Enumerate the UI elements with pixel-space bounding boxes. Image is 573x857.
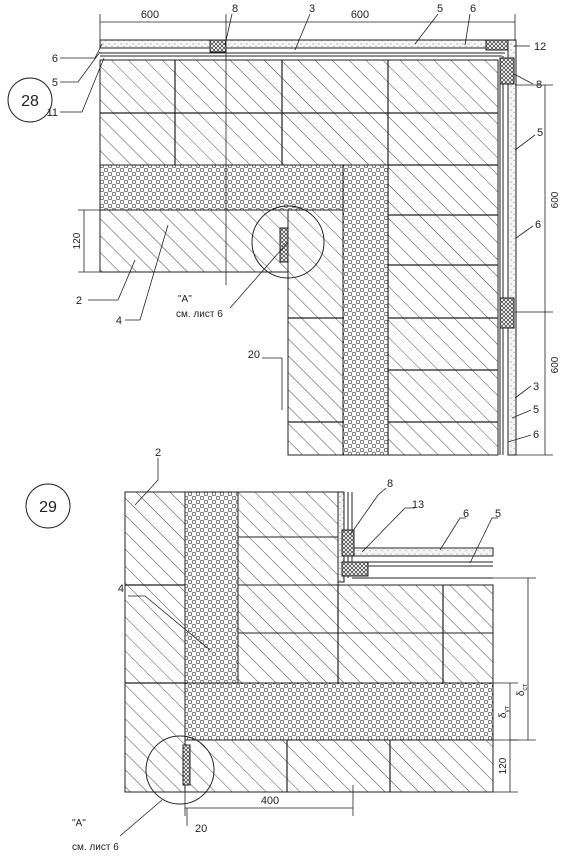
- anchor-plate: [182, 744, 191, 786]
- callout-5d: 5: [533, 404, 539, 416]
- detail-name: "А": [72, 818, 86, 829]
- callout-2: 2: [76, 295, 82, 307]
- callout-3b: 3: [533, 381, 539, 393]
- callout-5: 5: [495, 508, 501, 520]
- callout-20: 20: [248, 349, 260, 361]
- anchor-plate: [279, 227, 289, 263]
- callout-12: 12: [534, 41, 546, 53]
- dim-right-lower: 600: [550, 356, 561, 373]
- figure-29: 29: [25, 447, 536, 853]
- dim-top-left: 600: [141, 9, 159, 21]
- dim-right-upper: 600: [550, 191, 561, 208]
- callout-8b: 8: [536, 79, 542, 91]
- dim-right-lower: 120: [498, 757, 509, 774]
- callout-6c: 6: [535, 219, 541, 231]
- leader-lines: [128, 458, 498, 826]
- figure-number-circle: [25, 483, 71, 529]
- figure-number: 28: [21, 93, 39, 110]
- callout-20: 20: [195, 823, 207, 835]
- insulation-layer: [184, 491, 494, 741]
- callout-6d: 6: [533, 429, 539, 441]
- callout-5c: 5: [537, 127, 543, 139]
- detail-circle: [251, 205, 325, 279]
- insulation-layer: [99, 164, 389, 456]
- dimension-lines: [78, 14, 553, 456]
- callout-13: 13: [412, 499, 424, 511]
- callout-6b: 6: [470, 3, 476, 15]
- detail-name: "А": [178, 294, 192, 305]
- dim-left: 120: [72, 232, 83, 249]
- callout-8: 8: [387, 478, 393, 490]
- callout-4: 4: [118, 583, 124, 595]
- callout-2: 2: [155, 447, 161, 459]
- callout-11: 11: [47, 107, 58, 119]
- detail-ref: см. лист 6: [176, 309, 223, 320]
- figure-number-circle: [7, 77, 53, 123]
- callout-3a: 3: [309, 3, 315, 15]
- figure-number: 29: [39, 499, 57, 516]
- dim-delta-ut: δут: [498, 705, 511, 718]
- callout-6a: 6: [52, 53, 58, 65]
- dim-bottom: 400: [261, 795, 279, 807]
- masonry-wall: [99, 59, 499, 456]
- callout-5b: 5: [437, 3, 443, 15]
- facade-panels: [337, 491, 494, 583]
- callout-5a: 5: [52, 77, 58, 89]
- dim-top-right: 600: [351, 9, 369, 21]
- callout-8a: 8: [232, 3, 238, 15]
- detail-ref: см. лист 6: [72, 842, 119, 853]
- masonry-wall: [124, 491, 494, 793]
- facade-panels: [99, 39, 517, 456]
- dim-delta-st: δст: [516, 683, 529, 696]
- callout-4: 4: [116, 315, 122, 327]
- dimension-lines: [184, 577, 536, 816]
- leader-lines: [60, 13, 536, 443]
- figure-28: 28: [7, 3, 561, 456]
- callout-6: 6: [463, 508, 469, 520]
- detail-circle: [145, 735, 215, 805]
